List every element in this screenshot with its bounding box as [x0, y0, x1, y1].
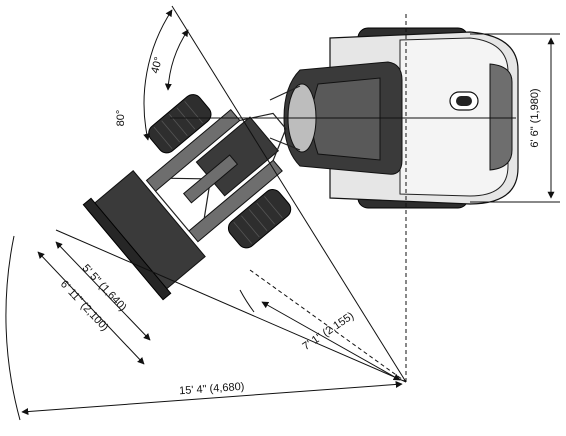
right-lift-arm — [188, 159, 283, 243]
inner-radius-label: 7' 1" (2,155) — [300, 310, 356, 353]
hood-top — [399, 37, 509, 197]
inner-radius-dimension: 7' 1" (2,155) — [239, 289, 401, 381]
loader-arms — [145, 109, 287, 243]
outer-radius-dim-line — [21, 380, 403, 416]
angle-80-arc — [143, 9, 173, 141]
inner-radius-dim-line — [261, 301, 401, 381]
angle-indicators: 40° 80° — [115, 9, 189, 141]
outer-radius-label: 15' 4" (4,680) — [179, 381, 245, 398]
width-dimension: 6' 6" (1,980) — [470, 33, 560, 203]
inner-radius-arc — [239, 289, 255, 313]
counterweight — [489, 63, 513, 171]
front-right-tire — [227, 189, 292, 249]
bucket-inner-dim-line — [55, 241, 151, 341]
rear-badge-inner — [456, 96, 472, 106]
angle-80-label: 80° — [115, 110, 127, 127]
cab-roof — [311, 77, 381, 161]
outer-radius-dimension: 15' 4" (4,680) — [5, 235, 403, 421]
tilt-cylinder — [182, 154, 239, 204]
width-label: 6' 6" (1,980) — [529, 88, 541, 147]
outer-radius-arc — [5, 235, 21, 421]
left-lift-arm — [145, 109, 241, 192]
angle-40-arc — [164, 29, 189, 91]
angle-40-label: 40° — [149, 56, 165, 75]
articulation-joint — [269, 85, 301, 151]
bucket-corner-ray — [55, 229, 407, 383]
